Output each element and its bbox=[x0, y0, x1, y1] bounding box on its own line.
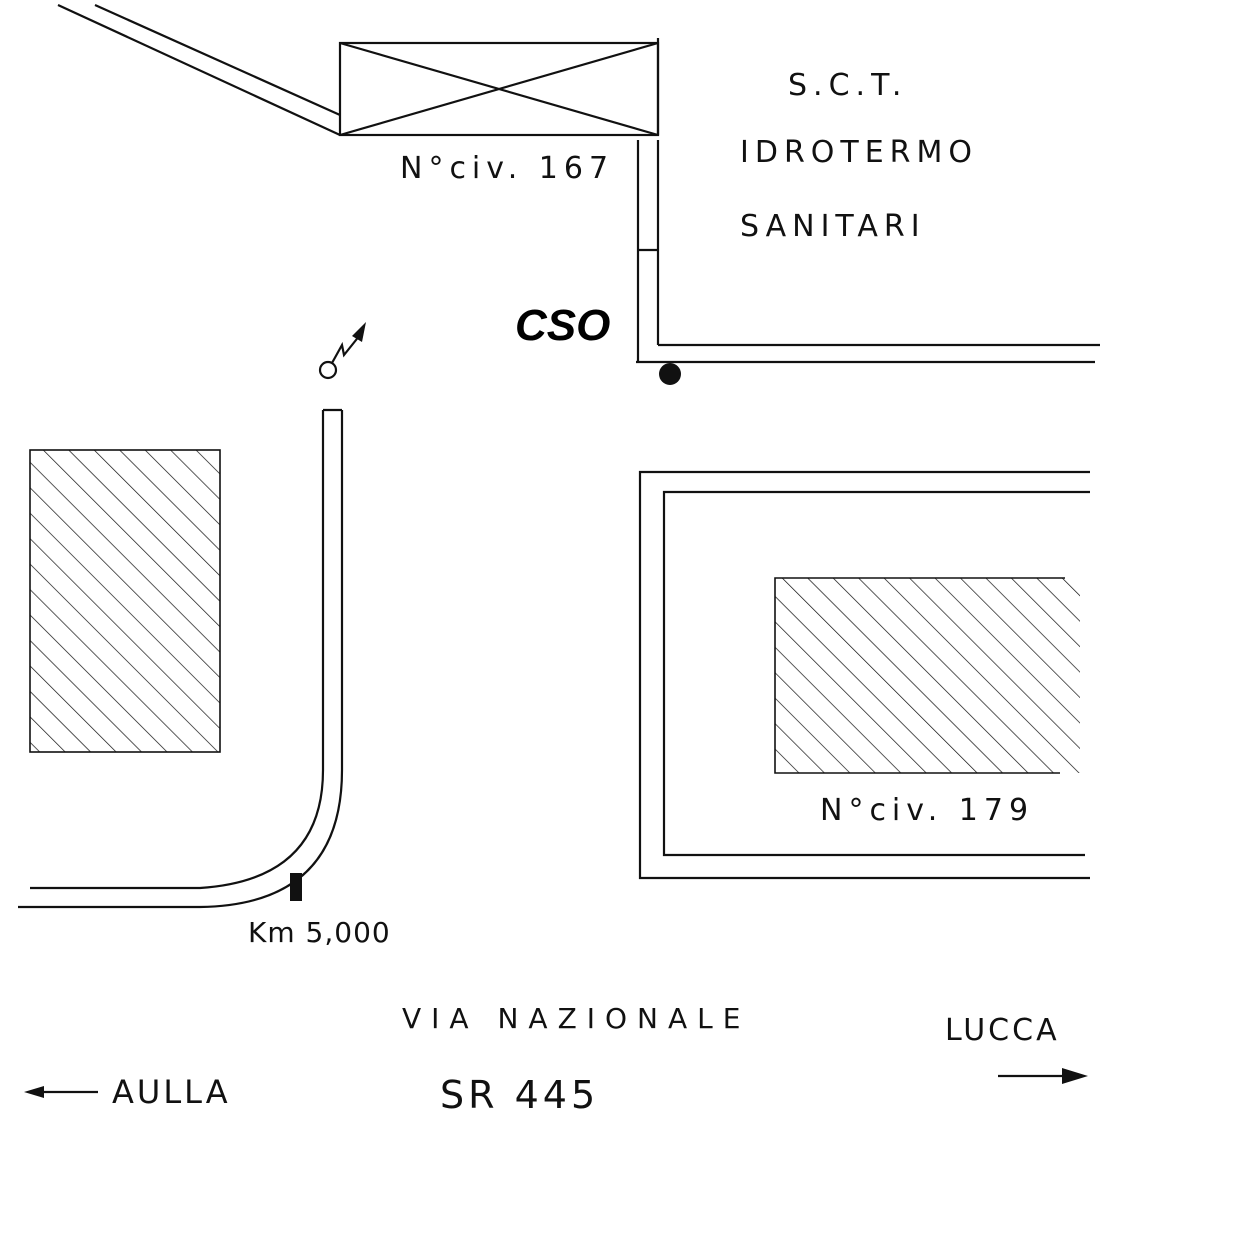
cso-label: CSO bbox=[515, 301, 610, 350]
lot-179 bbox=[638, 470, 1090, 880]
building-179 bbox=[774, 577, 1080, 774]
cso-point-marker bbox=[659, 363, 681, 385]
km-marker-label: Km 5,000 bbox=[248, 916, 391, 949]
road-code-label: SR 445 bbox=[440, 1073, 599, 1117]
km-marker-post bbox=[290, 873, 302, 901]
building-167 bbox=[338, 38, 660, 137]
building-179-label: N°civ. 179 bbox=[820, 793, 1034, 828]
building-167-label: N°civ. 167 bbox=[400, 151, 614, 186]
north-arrow-icon bbox=[318, 322, 366, 380]
direction-lucca-label: LUCCA bbox=[945, 1013, 1060, 1048]
access-road-northwest bbox=[57, 3, 341, 136]
driveway bbox=[636, 140, 1100, 364]
company-name-line1: S.C.T. bbox=[788, 68, 907, 103]
street-name-label: VIA NAZIONALE bbox=[402, 1002, 750, 1035]
company-name-line3: SANITARI bbox=[740, 209, 926, 244]
side-road-west bbox=[18, 408, 344, 909]
company-name-line2: IDROTERMO bbox=[740, 135, 978, 170]
arrow-right-icon bbox=[998, 1068, 1088, 1084]
building-west bbox=[29, 449, 221, 753]
arrow-left-icon bbox=[24, 1086, 98, 1098]
direction-aulla-label: AULLA bbox=[112, 1073, 231, 1111]
